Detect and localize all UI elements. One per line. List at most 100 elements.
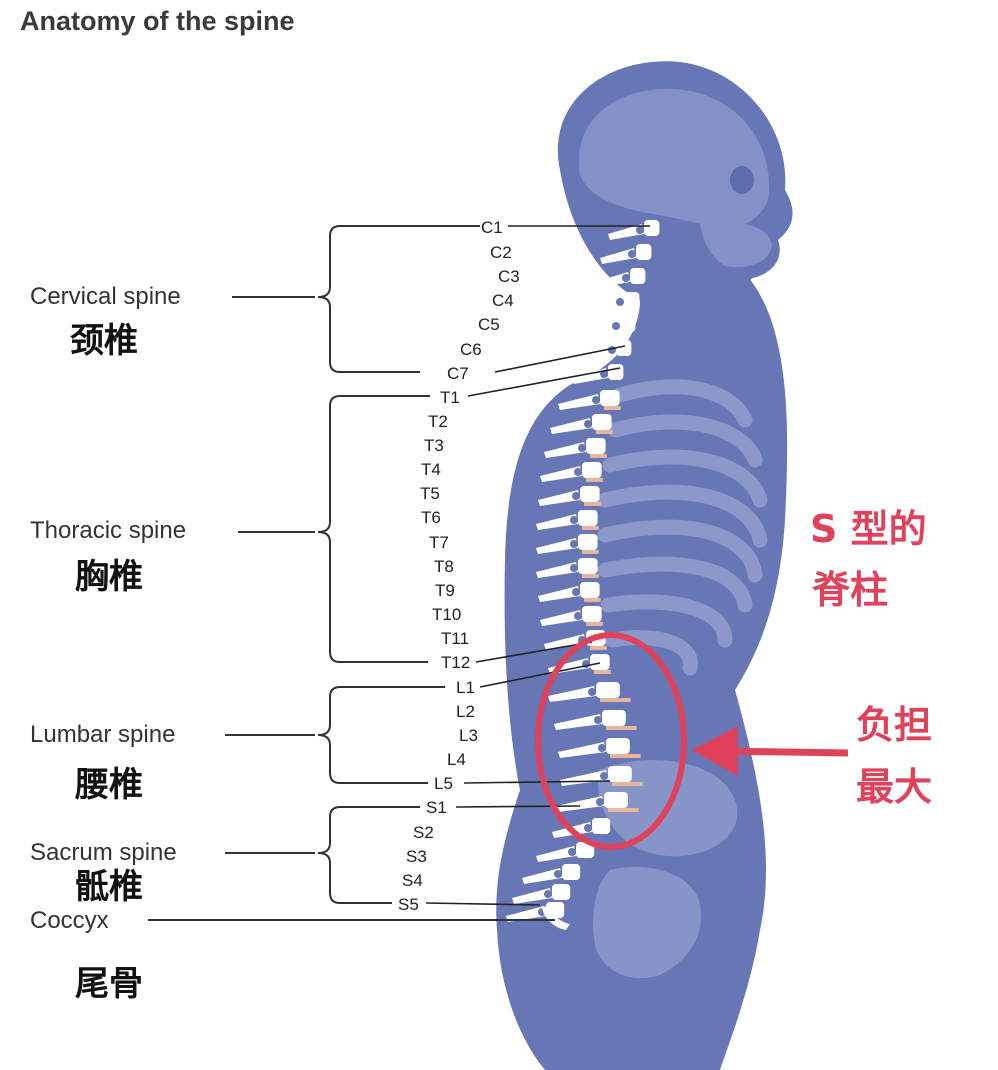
spinous-process: [536, 846, 576, 862]
vertebral-foramen: [554, 870, 562, 878]
vertebra-label-c7: C7: [447, 364, 469, 383]
intervertebral-disc: [584, 502, 601, 506]
vertebral-body: [608, 364, 624, 380]
brace-sacrum: [225, 806, 420, 904]
spinous-process: [536, 538, 578, 554]
vertebral-body: [578, 534, 598, 550]
vertebra-label-t5: T5: [420, 484, 440, 503]
vertebral-body: [592, 818, 611, 834]
annotation-load-line1: 负担: [856, 703, 932, 747]
spinous-process: [540, 610, 582, 626]
vertebral-body: [604, 792, 628, 808]
vertebra-label-s3: S3: [406, 847, 427, 866]
spinous-process: [558, 394, 600, 410]
vertebra-label-c5: C5: [478, 315, 500, 334]
vertebral-body: [620, 316, 636, 332]
vertebra-label-l2: L2: [456, 702, 475, 721]
coccyx-bone: [542, 905, 570, 930]
vertebra-label-t4: T4: [421, 460, 441, 479]
vertebral-body: [644, 220, 660, 236]
vertebral-foramen: [572, 588, 580, 596]
vertebral-foramen: [628, 250, 636, 258]
vertebral-foramen: [616, 298, 624, 306]
vertebral-foramen: [574, 468, 582, 476]
spinous-process: [538, 586, 580, 602]
region-label-coccyx: Coccyx: [30, 907, 109, 934]
brace-thoracic: [238, 395, 430, 663]
vertebral-body: [578, 558, 598, 574]
intervertebral-disc: [604, 406, 621, 410]
vertebral-body: [562, 864, 581, 880]
vertebra-label-t10: T10: [432, 605, 461, 624]
vertebral-body: [616, 340, 632, 356]
intervertebral-disc: [606, 726, 637, 730]
vertebral-body: [576, 842, 595, 858]
vertebral-foramen: [588, 688, 596, 696]
intervertebral-disc: [594, 670, 611, 674]
region-label-lumbar: Lumbar spine: [30, 721, 175, 748]
pointer-arrow: [692, 726, 849, 776]
eye-socket: [730, 166, 754, 194]
vertebral-body: [630, 268, 646, 284]
vertebral-foramen: [592, 396, 600, 404]
region-label-thoracic: Thoracic spine: [30, 517, 186, 544]
vertebral-foramen: [570, 564, 578, 572]
spinous-process: [588, 296, 624, 312]
vertebra-label-t9: T9: [435, 581, 455, 600]
vertebra-label-c1: C1: [481, 218, 503, 237]
intervertebral-disc: [586, 478, 603, 482]
region-cn-thoracic: 胸椎: [75, 557, 143, 597]
vertebra-label-t8: T8: [434, 557, 454, 576]
rib-cage: [597, 379, 768, 676]
annotation-load-line2: 最大: [856, 765, 932, 809]
intervertebral-disc: [582, 526, 599, 530]
intervertebral-disc: [600, 698, 631, 702]
intervertebral-disc: [590, 454, 607, 458]
vertebra-label-s5: S5: [398, 895, 419, 914]
intervertebral-disc: [582, 550, 599, 554]
intervertebral-disc: [612, 782, 643, 786]
intervertebral-disc: [582, 574, 599, 578]
skull: [578, 88, 772, 268]
vertebra-label-c2: C2: [490, 243, 512, 262]
vertebra-label-s2: S2: [413, 823, 434, 842]
brace-cervical: [232, 225, 480, 373]
spinous-process: [554, 714, 602, 730]
vertebral-body: [608, 766, 632, 782]
brace-lumbar: [225, 686, 445, 784]
vertebral-foramen: [596, 798, 604, 806]
intervertebral-disc: [586, 622, 603, 626]
vertebral-body: [552, 884, 571, 900]
region-cn-cervical: 颈椎: [70, 321, 138, 361]
spinous-process: [550, 418, 592, 434]
vertebral-foramen: [574, 612, 582, 620]
cranium: [578, 88, 769, 229]
vertebral-body: [590, 654, 610, 670]
vertebra-label-l1: L1: [456, 678, 475, 697]
spinous-process: [544, 634, 586, 650]
vertebra-label-t11: T11: [441, 629, 469, 648]
vertebral-foramen: [584, 824, 592, 832]
region-cn-lumbar: 腰椎: [75, 765, 143, 805]
vertebral-body: [596, 682, 620, 698]
vertebra-label-t2: T2: [428, 412, 448, 431]
vertebra-label-l4: L4: [447, 750, 466, 769]
vertebral-foramen: [594, 716, 602, 724]
vertebra-label-t6: T6: [421, 508, 441, 527]
vertebral-foramen: [544, 890, 552, 898]
jaw: [700, 221, 772, 268]
vertebral-body: [606, 738, 630, 754]
vertebra-label-t12: T12: [441, 653, 470, 672]
spinous-process: [600, 248, 636, 264]
vertebral-body: [602, 710, 626, 726]
vertebral-foramen: [578, 444, 586, 452]
vertebral-body: [586, 438, 606, 454]
region-cn-coccyx: 尾骨: [75, 964, 143, 1004]
spinous-process: [512, 888, 552, 904]
spinous-process: [522, 868, 562, 884]
vertebral-body: [580, 486, 600, 502]
vertebral-body: [636, 244, 652, 260]
vertebra-label-l3: L3: [459, 726, 478, 745]
vertebra-label-s4: S4: [402, 871, 423, 890]
